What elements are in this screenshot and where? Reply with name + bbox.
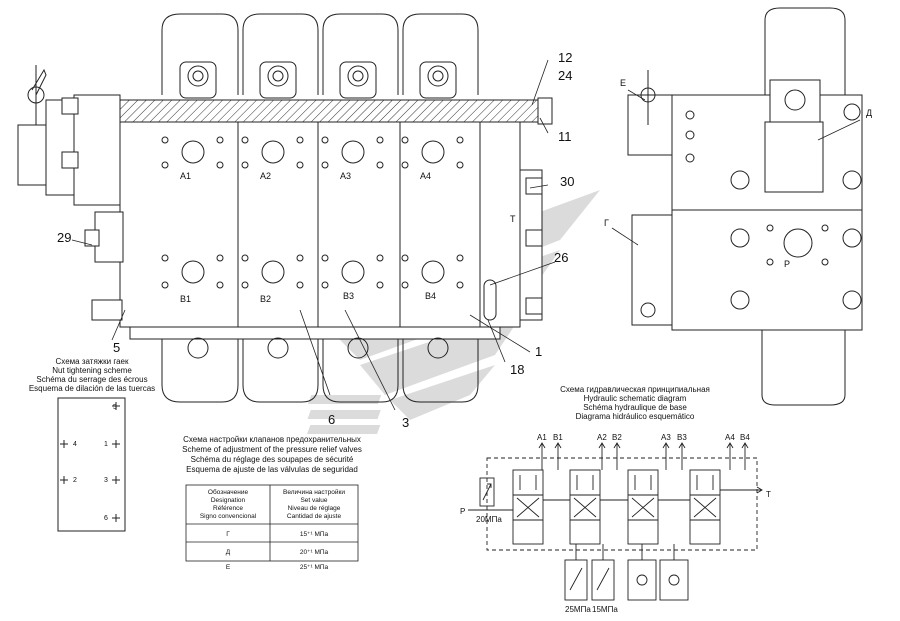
svg-text:Schéma hydraulique de base: Schéma hydraulique de base [583, 403, 687, 412]
svg-text:B2: B2 [612, 433, 622, 442]
svg-text:Hydraulic schematic diagram: Hydraulic schematic diagram [584, 394, 687, 403]
side-view [611, 7, 863, 406]
callout-5: 5 [113, 340, 120, 355]
svg-text:Esquema de dilación de las tue: Esquema de dilación de las tuercas [29, 384, 155, 393]
hydraulic-scheme-caption: Схема гидравлическая принципиальная Hydr… [560, 385, 710, 421]
table-row-d-designation: Д [226, 549, 231, 556]
tank-label: T [510, 214, 516, 224]
svg-text:Schéma du réglage des soupapes: Schéma du réglage des soupapes de sécuri… [191, 455, 354, 464]
p-label: P [460, 507, 465, 516]
table-row-e-value: 25⁺¹ МПа [300, 564, 329, 571]
port-label-a2: A2 [260, 171, 271, 181]
top-eye-bolts [179, 61, 457, 99]
svg-text:6: 6 [104, 515, 108, 522]
tie-rod [117, 99, 539, 123]
label-d: Д [866, 108, 872, 118]
svg-text:Set value: Set value [300, 497, 327, 504]
svg-text:Схема гидравлическая принципиа: Схема гидравлическая принципиальная [560, 385, 710, 394]
port-label-a4: A4 [420, 171, 431, 181]
callout-1: 1 [535, 344, 542, 359]
nut-tightening-caption: Схема затяжки гаек Nut tightening scheme… [29, 357, 155, 393]
callout-6: 6 [328, 412, 335, 427]
t-label: T [766, 490, 771, 499]
nut-tightening-diagram [57, 397, 126, 532]
table-row-g-value: 15⁺¹ МПа [300, 531, 329, 538]
main-front-view [17, 13, 556, 411]
callout-18: 18 [510, 362, 524, 377]
svg-text:B3: B3 [677, 433, 687, 442]
main-view-labels: A1 A2 A3 A4 B1 B2 B3 B4 T [180, 171, 516, 304]
callout-3: 3 [402, 415, 409, 430]
nut-order-numbers: 5 4 1 2 3 6 [73, 404, 117, 522]
callout-30: 30 [560, 174, 574, 189]
port-label-b3: B3 [343, 291, 354, 301]
lower-port-row [161, 254, 464, 289]
pressure-main: 20МПа [476, 515, 502, 524]
hydraulic-port-labels: A1 B1 A2 B2 A3 B3 A4 B4 P T 20МПа 25МПа … [460, 433, 771, 614]
svg-text:A4: A4 [725, 433, 735, 442]
pressure-left: 25МПа [565, 605, 591, 614]
svg-text:A1: A1 [537, 433, 547, 442]
leader-lines [71, 59, 556, 411]
svg-text:B1: B1 [553, 433, 563, 442]
hydraulic-circuit [468, 442, 763, 601]
top-caps [161, 13, 479, 95]
port-label-b4: B4 [425, 291, 436, 301]
header-right: Величина настройки [283, 488, 345, 496]
svg-text:5: 5 [113, 404, 117, 411]
svg-text:B4: B4 [740, 433, 750, 442]
callout-12: 12 [558, 50, 572, 65]
header-left: Обозначение [208, 488, 249, 496]
callout-24: 24 [558, 68, 572, 83]
svg-text:Схема настройки клапанов предо: Схема настройки клапанов предохранительн… [183, 435, 361, 444]
bottom-caps [129, 326, 501, 403]
svg-text:Esquema de ajuste de las válvu: Esquema de ajuste de las válvulas de seg… [186, 465, 358, 474]
label-e: Е [620, 78, 626, 88]
port-label-b1: B1 [180, 294, 191, 304]
pressure-right: 15МПа [592, 605, 618, 614]
callout-26: 26 [554, 250, 568, 265]
port-label-b2: B2 [260, 294, 271, 304]
port-label-a1: A1 [180, 171, 191, 181]
svg-text:Schéma du serrage des écrous: Schéma du serrage des écrous [36, 375, 147, 384]
svg-text:3: 3 [104, 477, 108, 484]
svg-text:Référence: Référence [213, 505, 243, 512]
callout-29: 29 [57, 230, 71, 245]
svg-text:Designation: Designation [211, 497, 246, 504]
table-row-d-value: 20⁺¹ МПа [300, 549, 329, 556]
label-p: P [784, 259, 790, 269]
table-row-e-designation: Е [226, 564, 231, 571]
svg-text:Niveau de réglage: Niveau de réglage [288, 505, 341, 512]
port-label-a3: A3 [340, 171, 351, 181]
svg-text:1: 1 [104, 441, 108, 448]
svg-text:Signo convencional: Signo convencional [200, 513, 257, 520]
valve-body [119, 121, 521, 328]
side-view-labels: Е Д Г P [604, 78, 872, 269]
svg-text:Diagrama hidráulico esquemátic: Diagrama hidráulico esquemático [576, 412, 695, 421]
table-row-g-designation: Г [226, 531, 230, 538]
relief-table-text: Обозначение Designation Référence Signo … [200, 488, 346, 571]
callout-11: 11 [558, 129, 572, 144]
svg-text:Cantidad de ajuste: Cantidad de ajuste [287, 513, 342, 520]
svg-text:4: 4 [73, 441, 77, 448]
svg-text:A2: A2 [597, 433, 607, 442]
upper-port-row [161, 136, 464, 169]
svg-text:Nut tightening scheme: Nut tightening scheme [52, 366, 132, 375]
svg-text:2: 2 [73, 477, 77, 484]
relief-scheme-caption: Схема настройки клапанов предохранительн… [182, 435, 362, 474]
svg-text:Scheme of adjustment of the pr: Scheme of adjustment of the pressure rel… [182, 445, 362, 454]
label-g: Г [604, 218, 609, 228]
callout-numbers: 12 24 11 30 29 26 5 6 3 1 18 [57, 50, 574, 430]
svg-text:A3: A3 [661, 433, 671, 442]
svg-text:Схема затяжки гаек: Схема затяжки гаек [56, 357, 129, 366]
relief-settings-table [185, 484, 359, 562]
